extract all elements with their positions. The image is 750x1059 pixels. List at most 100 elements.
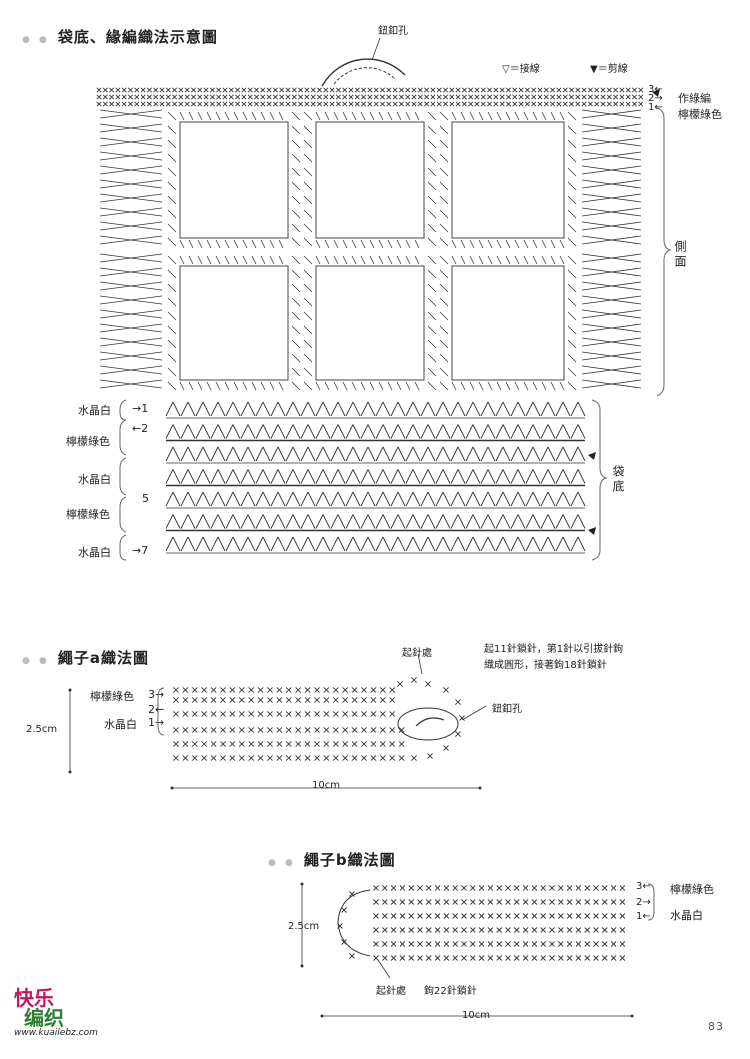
stitch-x <box>238 755 245 761</box>
stitch-line <box>510 446 519 462</box>
stitch-x <box>610 899 617 905</box>
stitch-line <box>206 111 212 121</box>
stitch-line <box>260 381 266 391</box>
stitch-x <box>425 885 432 891</box>
stitch-line <box>532 401 541 417</box>
stitch-x <box>276 697 283 703</box>
stitch-line <box>172 424 181 439</box>
stitch-x <box>276 727 283 733</box>
stitch-x <box>304 727 311 733</box>
stitch-x <box>390 885 397 891</box>
stitch-line <box>315 111 321 121</box>
stitch-x <box>361 94 367 100</box>
stitch-line <box>251 239 257 249</box>
stitch-x <box>220 711 226 717</box>
stitch-x <box>452 885 459 891</box>
stitch-x <box>593 927 599 933</box>
stitch-line <box>303 181 313 191</box>
stitch-x <box>566 955 573 961</box>
stitch-x <box>593 955 599 961</box>
stitch-line <box>307 446 316 462</box>
stitch-x <box>201 687 208 693</box>
stitch-line <box>167 367 177 377</box>
stitch-line <box>165 491 174 507</box>
stitch-line <box>439 125 449 135</box>
stitch-x <box>568 101 575 107</box>
stitch-line <box>167 311 177 321</box>
stitch-line <box>405 491 414 507</box>
stitch-x <box>619 87 625 93</box>
stitch-x <box>379 687 386 693</box>
stitch-x <box>182 727 189 733</box>
stitch-line <box>487 424 496 439</box>
stitch-x <box>257 727 264 733</box>
stitch-line <box>291 325 301 335</box>
stitch-x <box>191 687 198 693</box>
stitch-line <box>457 514 466 529</box>
stitch-x <box>575 101 581 107</box>
stitch-line <box>412 424 421 439</box>
stitch-line <box>285 446 294 462</box>
stitch-x <box>121 101 127 107</box>
stitch-line <box>460 255 466 265</box>
stitch-x <box>499 87 505 93</box>
mesh-square <box>451 265 565 381</box>
stitch-x <box>304 711 311 717</box>
stitch-line <box>405 255 411 265</box>
stitch-line <box>179 255 185 265</box>
stitch-x <box>405 101 411 107</box>
side-mesh-grid <box>99 109 642 391</box>
stitch-x <box>493 101 499 107</box>
stitch-line <box>322 536 331 552</box>
stitch-line <box>581 379 642 389</box>
stitch-line <box>496 111 502 121</box>
bullet-dots-icon: ● ● <box>268 858 296 868</box>
stitch-line <box>382 401 391 417</box>
stitch-line <box>478 381 484 391</box>
stitch-line <box>567 311 577 321</box>
stitch-line <box>345 424 354 439</box>
stitch-x <box>524 87 530 93</box>
stitch-line <box>369 239 375 249</box>
stitch-line <box>206 381 212 391</box>
stitch-x <box>190 87 197 93</box>
stitch-x <box>190 94 197 100</box>
stitch-x <box>279 94 285 100</box>
stitch-x <box>480 87 486 93</box>
stitch-x <box>518 87 524 93</box>
stitch-line <box>330 401 339 417</box>
stitch-line <box>307 514 316 529</box>
stitch-line <box>505 239 511 249</box>
stitch-x <box>469 885 476 891</box>
stitch-x <box>361 741 367 747</box>
stitch-line <box>435 446 444 462</box>
stitch-x <box>638 87 644 93</box>
stitch-x <box>285 687 292 693</box>
stitch-x <box>399 885 406 891</box>
stitch-x <box>191 697 198 703</box>
stitch-x <box>197 87 203 93</box>
stitch-line <box>303 153 313 163</box>
stitch-line <box>487 469 496 484</box>
stitch-line <box>405 469 414 484</box>
stitch-x <box>134 101 140 107</box>
legend-cut: ▼＝剪線 <box>590 64 628 75</box>
stitch-line <box>525 424 534 439</box>
stitch-x <box>601 885 608 891</box>
stitch-x <box>96 101 102 107</box>
stitch-line <box>99 151 163 161</box>
stitch-line <box>517 469 526 484</box>
stitch-line <box>195 446 204 462</box>
stitch-x <box>361 87 367 93</box>
stitch-line <box>541 239 547 249</box>
stitch-line <box>442 401 451 417</box>
stitch-x <box>557 927 564 933</box>
stitch-x <box>370 741 377 747</box>
stitch-x <box>455 731 461 737</box>
stitch-line <box>303 381 313 391</box>
stitch-line <box>496 381 502 391</box>
stitch-line <box>390 514 399 529</box>
stitch-x <box>172 87 178 93</box>
stitch-line <box>172 401 181 417</box>
stitch-x <box>228 101 234 107</box>
